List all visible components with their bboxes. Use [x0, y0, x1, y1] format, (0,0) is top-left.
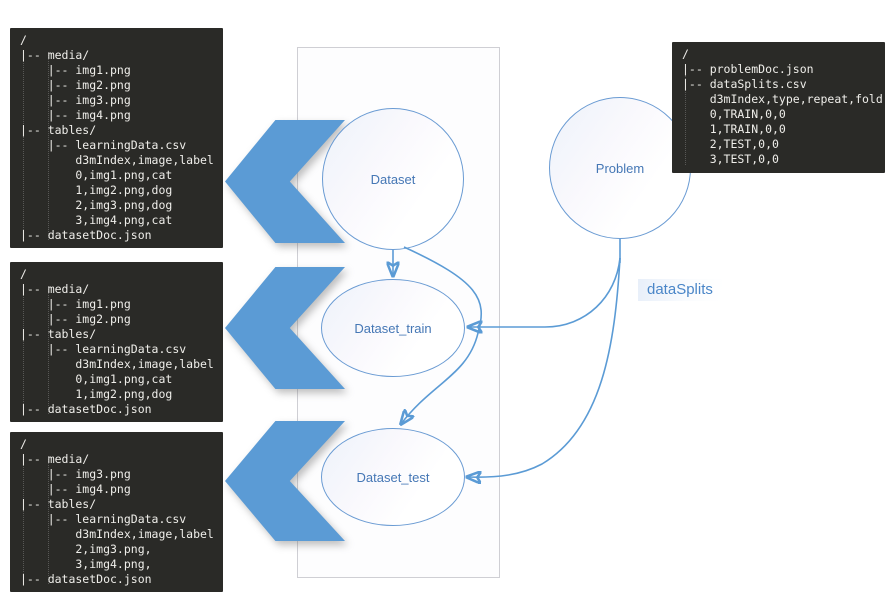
node-problem-label: Problem: [595, 160, 645, 176]
indent-guide: [23, 286, 24, 414]
file-tree-problem-text: / |-- problemDoc.json |-- dataSplits.csv…: [682, 47, 883, 166]
indent-guide: [48, 52, 49, 240]
file-tree-dataset-full: / |-- media/ |-- img1.png |-- img2.png |…: [10, 28, 223, 248]
file-tree-dataset-full-text: / |-- media/ |-- img1.png |-- img2.png |…: [20, 33, 214, 242]
node-dataset-test-label: Dataset_test: [356, 469, 430, 485]
node-dataset-train: Dataset_train: [321, 279, 465, 377]
file-tree-problem: / |-- problemDoc.json |-- dataSplits.csv…: [672, 42, 885, 173]
file-tree-dataset-test-text: / |-- media/ |-- img3.png |-- img4.png |…: [20, 437, 214, 586]
node-dataset-test: Dataset_test: [321, 428, 465, 526]
file-tree-dataset-train-text: / |-- media/ |-- img1.png |-- img2.png |…: [20, 267, 214, 416]
indent-guide: [23, 52, 24, 240]
indent-guide: [685, 66, 686, 165]
file-tree-dataset-train: / |-- media/ |-- img1.png |-- img2.png |…: [10, 262, 223, 422]
node-dataset: Dataset: [322, 108, 464, 250]
indent-guide: [48, 456, 49, 584]
edge-label-datasplits: dataSplits: [638, 279, 722, 301]
file-tree-dataset-test: / |-- media/ |-- img3.png |-- img4.png |…: [10, 432, 223, 592]
node-dataset-label: Dataset: [370, 171, 416, 187]
indent-guide: [23, 456, 24, 584]
indent-guide: [48, 286, 49, 414]
node-problem: Problem: [549, 97, 691, 239]
node-dataset-train-label: Dataset_train: [354, 320, 432, 336]
